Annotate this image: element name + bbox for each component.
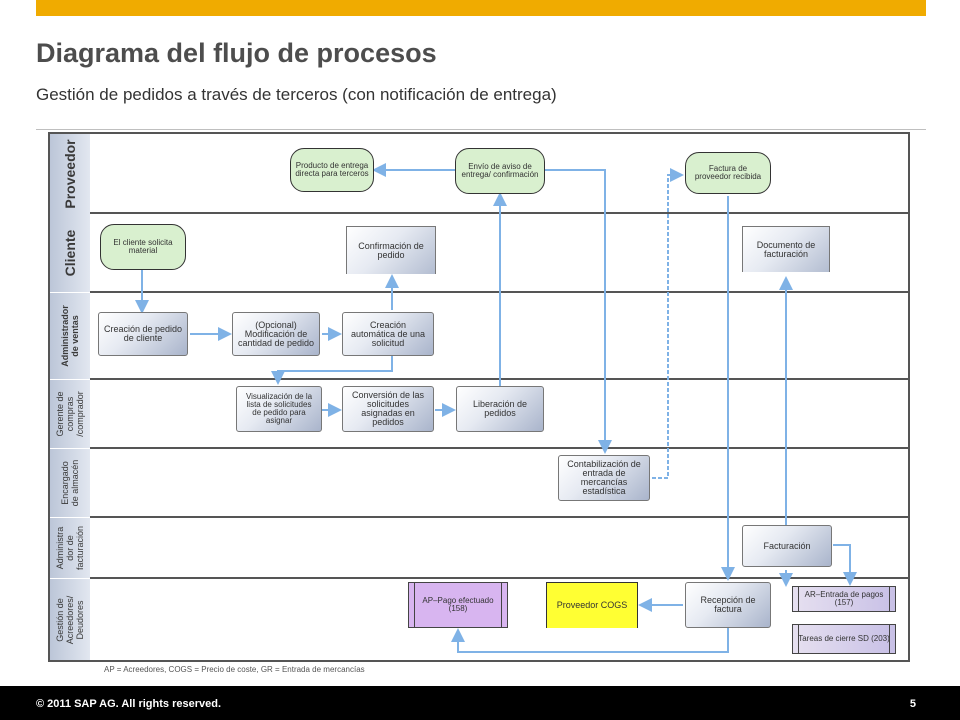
lane-encargado-almacen: Encargado de almacén <box>50 449 908 517</box>
lane-label-text: Proveedor <box>62 139 78 209</box>
page-number: 5 <box>909 698 916 710</box>
node-tareas-cierre[interactable]: Tareas de cierre SD (203) <box>792 624 896 654</box>
node-producto-entrega[interactable]: Producto de entrega directa para tercero… <box>290 148 374 192</box>
lane-label-encargado-almacen: Encargado de almacén <box>50 449 90 517</box>
lane-label-text: Gerente de compras /comprador <box>55 391 85 437</box>
footer-bar <box>0 686 960 720</box>
page-subtitle: Gestión de pedidos a través de terceros … <box>36 85 557 104</box>
top-accent-bar <box>36 0 926 16</box>
lane-label-text: Encargado de almacén <box>60 459 80 507</box>
lane-label-gestion-acreedores: Gestión de Acreedores/ Deudores <box>50 579 90 660</box>
node-documento-facturacion[interactable]: Documento de facturación <box>742 226 830 272</box>
node-facturacion[interactable]: Facturación <box>742 525 832 567</box>
node-proveedor-cogs[interactable]: Proveedor COGS <box>546 582 638 628</box>
node-conversion-solicitudes[interactable]: Conversión de las solicitudes asignadas … <box>342 386 434 432</box>
lane-label-proveedor: Proveedor <box>50 134 90 214</box>
node-recepcion-factura[interactable]: Recepción de factura <box>685 582 771 628</box>
lane-separator <box>90 577 908 579</box>
title-divider <box>36 129 926 130</box>
lane-label-text: Gestión de Acreedores/ Deudores <box>55 595 85 644</box>
lane-label-cliente: Cliente <box>50 214 90 292</box>
lane-label-gerente-compras: Gerente de compras /comprador <box>50 380 90 448</box>
node-confirmacion-pedido[interactable]: Confirmación de pedido <box>346 226 436 274</box>
lane-label-administrador-facturacion: Administra dor de facturación <box>50 518 90 578</box>
copyright-text: © 2011 SAP AG. All rights reserved. <box>36 698 222 710</box>
lane-label-administrador-ventas: Administrador de ventas <box>50 293 90 379</box>
lane-administrador-facturacion: Administra dor de facturación <box>50 518 908 578</box>
node-ar-entrada[interactable]: AR–Entrada de pagos (157) <box>792 586 896 612</box>
lane-label-text: Administrador de ventas <box>60 305 80 367</box>
lane-cliente: Cliente <box>50 214 908 292</box>
page-title: Diagrama del flujo de procesos <box>36 38 437 68</box>
node-cliente-solicita[interactable]: El cliente solicita material <box>100 224 186 270</box>
lane-label-text: Administra dor de facturación <box>55 525 85 571</box>
lane-proveedor: Proveedor <box>50 134 908 214</box>
lane-label-text: Cliente <box>62 229 78 277</box>
lane-gerente-compras: Gerente de compras /comprador <box>50 380 908 448</box>
node-creacion-pedido[interactable]: Creación de pedido de cliente <box>98 312 188 356</box>
node-factura-proveedor[interactable]: Factura de proveedor recibida <box>685 152 771 194</box>
node-liberacion-pedidos[interactable]: Liberación de pedidos <box>456 386 544 432</box>
node-ap-pago[interactable]: AP–Pago efectuado (158) <box>408 582 508 628</box>
node-visualizacion-lista[interactable]: Visualización de la lista de solicitudes… <box>236 386 322 432</box>
lane-gestion-acreedores: Gestión de Acreedores/ Deudores <box>50 579 908 660</box>
node-creacion-solicitud[interactable]: Creación automática de una solicitud <box>342 312 434 356</box>
node-envio-aviso[interactable]: Envío de aviso de entrega/ confirmación <box>455 148 545 194</box>
lane-administrador-ventas: Administrador de ventas <box>50 293 908 379</box>
lane-separator <box>90 516 908 518</box>
lane-separator <box>90 447 908 449</box>
node-modificacion-cantidad[interactable]: (Opcional) Modificación de cantidad de p… <box>232 312 320 356</box>
abbreviation-footnote: AP = Acreedores, COGS = Precio de coste,… <box>104 665 365 674</box>
node-contabilizacion-entrada[interactable]: Contabilización de entrada de mercancías… <box>558 455 650 501</box>
